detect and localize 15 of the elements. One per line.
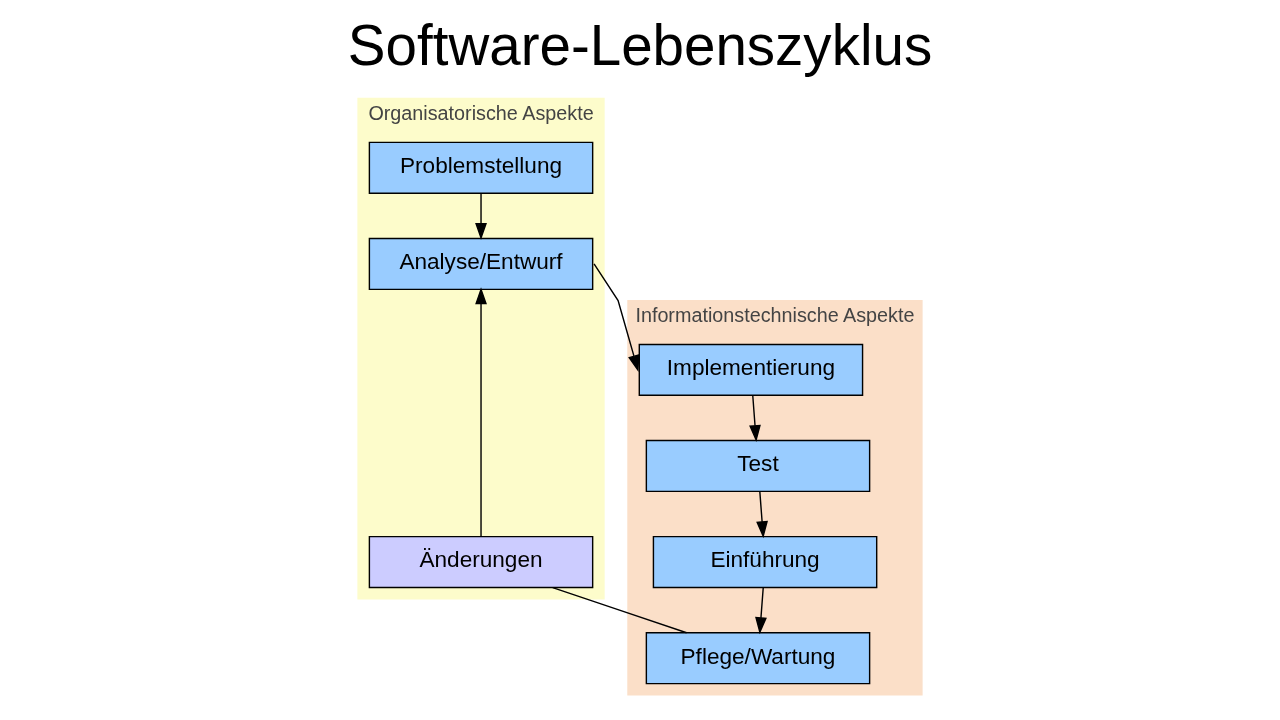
node-box: Änderungen <box>368 535 594 589</box>
arrow <box>475 287 487 538</box>
connector <box>552 586 688 634</box>
node-box: Einführung <box>652 535 878 589</box>
arrow <box>749 395 761 443</box>
arrow <box>755 587 767 635</box>
diagram-title: Software-Lebenszyklus <box>347 13 933 77</box>
node-box: Problemstellung <box>368 141 594 194</box>
node-box: Analyse/Entwurf <box>368 237 594 291</box>
node-box: Pflege/Wartung <box>645 632 871 685</box>
arrow <box>756 491 768 539</box>
arrow <box>475 193 487 240</box>
node-box: Test <box>645 439 871 493</box>
node-box: Implementierung <box>638 343 864 397</box>
arrow <box>593 263 640 372</box>
